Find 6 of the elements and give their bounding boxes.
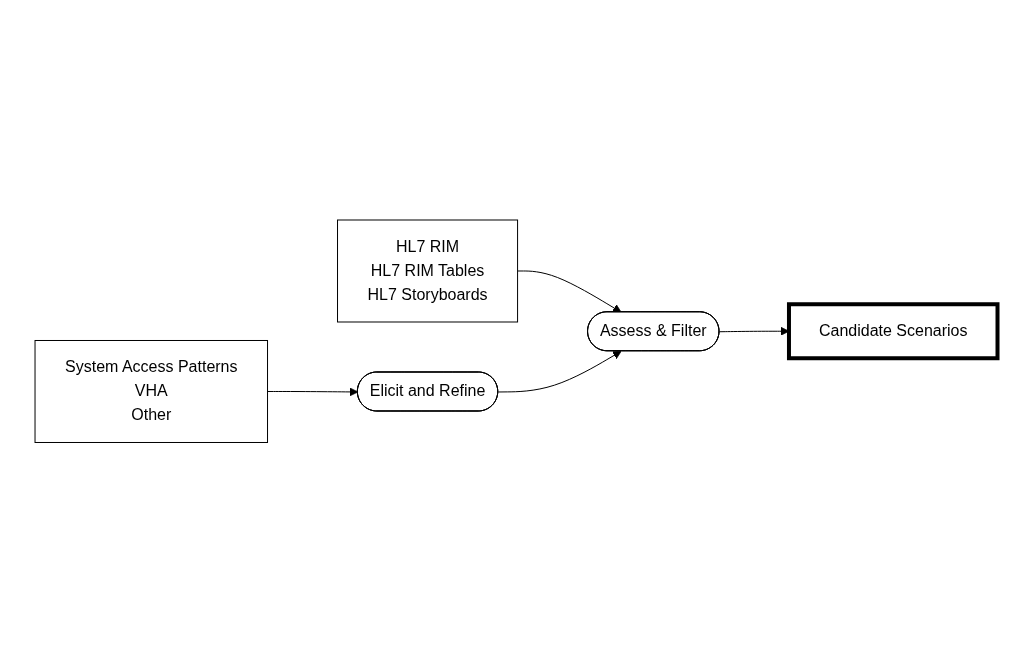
arrow	[516, 270, 622, 313]
node-box: Candidate Scenarios	[786, 302, 1000, 360]
arrow	[497, 350, 622, 393]
arrow	[266, 387, 358, 397]
node-box: System Access Patterns VHA Other	[34, 339, 268, 443]
node-box: HL7 RIM HL7 RIM Tables HL7 Storyboards	[336, 219, 518, 323]
